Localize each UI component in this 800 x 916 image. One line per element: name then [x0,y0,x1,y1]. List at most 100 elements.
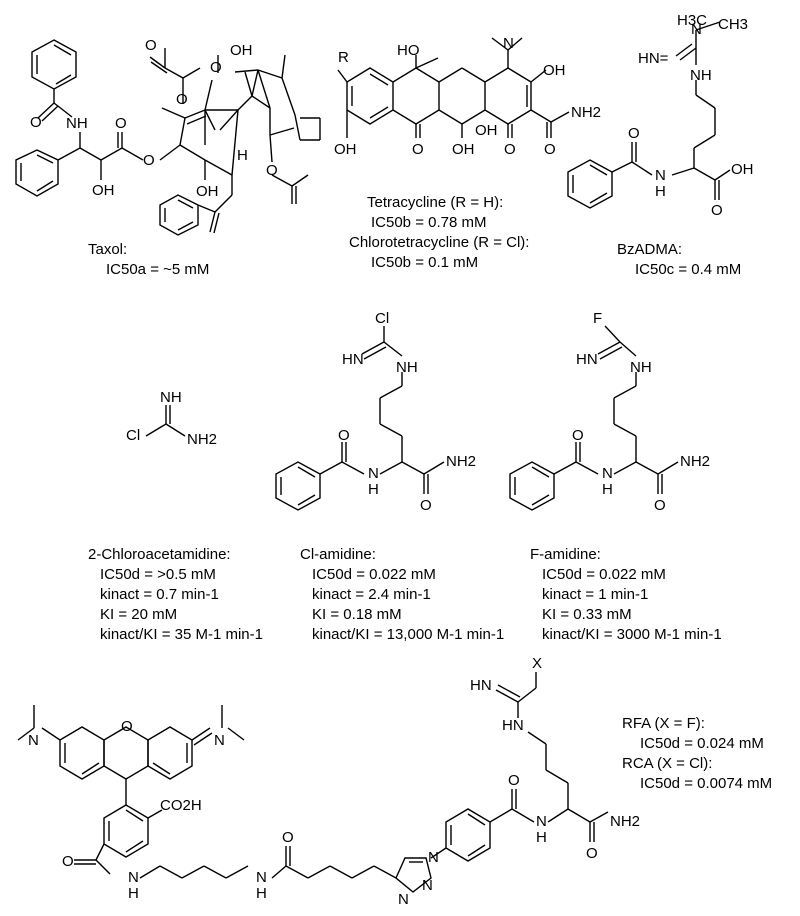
bzadma-oh-label: OH [731,161,754,178]
bzadma-nh-label: NH [690,67,712,84]
tetracycline-oh4-label: OH [475,122,498,139]
tetracycline-name-1: Tetracycline (R = H): [367,194,504,211]
bzadma-o1-label: O [628,125,640,142]
rhodamine-o2-label: O [282,829,294,846]
rfa-ic50: IC50d = 0.024 mM [640,735,764,752]
cl-amidine-ki: KI = 0.18 mM [312,606,402,623]
rhodamine-o-label: O [121,718,133,735]
rhodamine-nh2a-label: N [256,869,267,886]
f-amidine-nh-label: NH [630,359,652,376]
f-amidine-name: F-amidine: [530,546,601,563]
bzadma-nh2-label: N [655,167,666,184]
f-amidine-n-label: N [602,465,613,482]
rhodamine-h3-label: H [536,829,547,846]
taxol-o4-label: O [176,91,188,108]
rhodamine-co2h-label: CO2H [160,797,202,814]
taxol-o2-label: O [115,115,127,132]
tetracycline-r-label: R [338,49,349,66]
f-amidine-x-label: F [593,310,602,327]
f-amidine-ratio: kinact/KI = 3000 M-1 min-1 [542,626,722,643]
rhodamine-o3-label: O [508,772,520,789]
cl-amidine-nh-label: NH [396,359,418,376]
bzadma-ch3-label: CH3 [718,16,748,33]
cl-amidine-o2-label: O [420,497,432,514]
cl-amidine-ratio: kinact/KI = 13,000 M-1 min-1 [312,626,505,643]
f-amidine-o1-label: O [572,427,584,444]
rfa-name: RFA (X = F): [622,715,705,732]
rhodamine-nh2-label: NH2 [610,813,640,830]
taxol-nh-label: NH [66,115,88,132]
bzadma-h-label: H [655,183,666,200]
tetracycline-ic50-2: IC50b = 0.1 mM [371,254,479,271]
chloroacetamidine-structure [145,405,186,437]
tetracycline-name-2: Chlorotetracycline (R = Cl): [349,234,530,251]
rhodamine-o1-label: O [62,853,74,870]
chloroacetamidine-ki: KI = 20 mM [100,606,178,623]
rhodamine-nn2-label: N [422,877,433,894]
cl-amidine-ic50: IC50d = 0.022 mM [312,566,436,583]
chloroacetamidine-ic50: IC50d = >0.5 mM [100,566,216,583]
cl-amidine-nh2-label: NH2 [446,453,476,470]
tetracycline-n-label: N [503,35,514,52]
tetracycline-structure [337,37,570,138]
f-amidine-h-label: H [602,481,613,498]
tetracycline-nh2-label: NH2 [571,104,601,121]
rhodamine-n2-label: N [214,732,225,749]
rhodamine-h2-label: H [256,885,267,902]
cl-amidine-structure [275,326,445,511]
chloroacetamidine-nh2-label: NH2 [187,431,217,448]
taxol-caption: Taxol: IC50a = ~5 mM [88,240,209,280]
tetracycline-o3-label: O [544,141,556,158]
tetracycline-ho-label: HO [397,42,420,59]
taxol-ic50: IC50a = ~5 mM [106,261,210,278]
f-amidine-structure [509,325,679,511]
tetracycline-oh3-label: OH [452,141,475,158]
rhodamine-n1-label: N [28,732,39,749]
rhodamine-conjugate-structure [17,672,609,893]
tetracycline-o1-label: O [412,141,424,158]
taxol-h-label: H [237,147,248,164]
f-amidine-hn-label: HN [576,351,598,368]
f-amidine-kinact: kinact = 1 min-1 [542,586,649,603]
tetracycline-oh2-label: OH [334,141,357,158]
rhodamine-nh1-label: N [128,869,139,886]
chloroacetamidine-cl-label: Cl [126,427,140,444]
chloroacetamidine-caption: 2-Chloroacetamidine: IC50d = >0.5 mM kin… [88,545,263,645]
taxol-o5-label: O [145,37,157,54]
bzadma-name: BzADMA: [617,241,683,258]
cl-amidine-n-label: N [368,465,379,482]
cl-amidine-hn-label: HN [342,351,364,368]
chloroacetamidine-nh-label: NH [160,389,182,406]
rhodamine-nn3-label: N [398,891,409,908]
cl-amidine-h-label: H [368,481,379,498]
cl-amidine-kinact: kinact = 2.4 min-1 [312,586,431,603]
taxol-oh1-label: OH [92,182,115,199]
f-amidine-ki: KI = 0.33 mM [542,606,632,623]
tetracycline-caption: Tetracycline (R = H): IC50b = 0.78 mM Ch… [349,193,529,273]
taxol-o1-label: O [30,114,42,131]
taxol-oh3-label: OH [230,42,253,59]
taxol-oh2-label: OH [196,183,219,200]
tetracycline-o2-label: O [504,141,516,158]
bzadma-hn-label: HN= [638,50,669,67]
rhodamine-nn-label: N [428,849,439,866]
f-amidine-caption: F-amidine: IC50d = 0.022 mM kinact = 1 m… [530,545,722,645]
cl-amidine-o1-label: O [338,427,350,444]
rca-ic50: IC50d = 0.0074 mM [640,775,773,792]
bzadma-h3c-label: H3C [677,12,707,29]
chloroacetamidine-name: 2-Chloroacetamidine: [88,546,231,563]
bzadma-n-label: N [691,21,702,38]
f-amidine-ic50: IC50d = 0.022 mM [542,566,666,583]
taxol-o6-label: O [210,59,222,76]
cl-amidine-name: Cl-amidine: [300,546,376,563]
taxol-o3-label: O [143,152,155,169]
rhodamine-h1-label: H [128,885,139,902]
bzadma-structure [567,21,731,209]
taxol-structure [15,39,321,236]
tetracycline-oh1-label: OH [543,62,566,79]
chloroacetamidine-kinact: kinact = 0.7 min-1 [100,586,219,603]
f-amidine-nh2-label: NH2 [680,453,710,470]
bzadma-ic50: IC50c = 0.4 mM [635,261,742,278]
bzadma-o2-label: O [711,202,723,219]
